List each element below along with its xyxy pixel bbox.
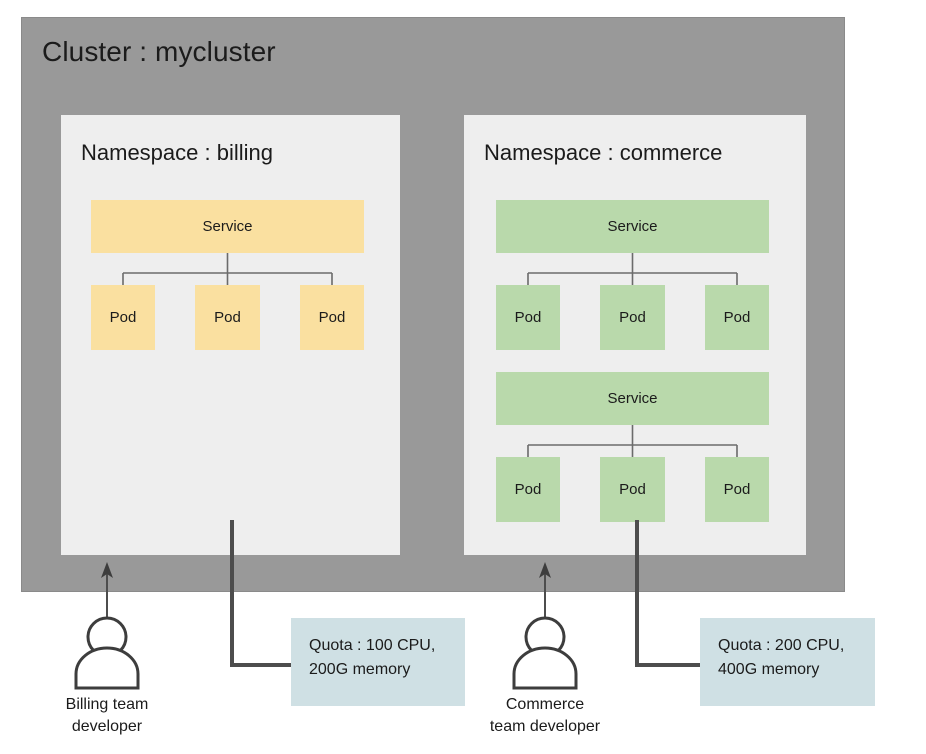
actor-commerce-developer-label: Commerce team developer — [460, 694, 630, 738]
namespace-commerce-title: Namespace : commerce — [484, 140, 723, 165]
actor-label-line-2: developer — [71, 718, 143, 735]
pod-box[interactable]: Pod — [91, 285, 155, 350]
actor-label-line-2: team developer — [489, 718, 601, 735]
actor-label-line-1: Billing team — [65, 696, 149, 713]
service-box[interactable]: Service — [91, 200, 364, 253]
pod-box[interactable]: Pod — [705, 285, 769, 350]
actor-billing-developer-label: Billing team developer — [22, 694, 192, 738]
quota-commerce: Quota : 200 CPU, 400G memory — [700, 618, 875, 706]
namespace-billing: Namespace : billing Service Pod Pod Pod — [61, 115, 400, 555]
quota-line-1: Quota : 200 CPU, — [718, 637, 845, 654]
billing-service-group-1: Service Pod Pod Pod — [91, 200, 364, 360]
pod-box[interactable]: Pod — [600, 457, 665, 522]
cluster-title: Cluster : mycluster — [42, 36, 276, 67]
quota-line-2: 200G memory — [309, 661, 411, 678]
person-icon — [74, 562, 140, 690]
service-pod-connector — [527, 425, 738, 457]
actor-commerce-developer — [490, 560, 600, 690]
pod-box[interactable]: Pod — [496, 285, 560, 350]
namespace-commerce: Namespace : commerce Service Pod Pod Pod… — [464, 115, 806, 555]
pod-box[interactable]: Pod — [195, 285, 260, 350]
namespace-billing-title: Namespace : billing — [81, 140, 273, 165]
pod-box[interactable]: Pod — [600, 285, 665, 350]
service-pod-connector — [527, 253, 738, 285]
service-box[interactable]: Service — [496, 372, 769, 425]
quota-line-1: Quota : 100 CPU, — [309, 637, 436, 654]
quota-line-2: 400G memory — [718, 661, 820, 678]
service-pod-connector — [122, 253, 333, 285]
person-icon — [512, 562, 578, 690]
commerce-service-group-1: Service Pod Pod Pod — [496, 200, 769, 360]
actor-billing-developer — [52, 560, 162, 690]
pod-box[interactable]: Pod — [705, 457, 769, 522]
actor-label-line-1: Commerce — [505, 696, 585, 713]
service-box[interactable]: Service — [496, 200, 769, 253]
pod-box[interactable]: Pod — [496, 457, 560, 522]
commerce-service-group-2: Service Pod Pod Pod — [496, 372, 769, 532]
quota-billing: Quota : 100 CPU, 200G memory — [291, 618, 465, 706]
pod-box[interactable]: Pod — [300, 285, 364, 350]
